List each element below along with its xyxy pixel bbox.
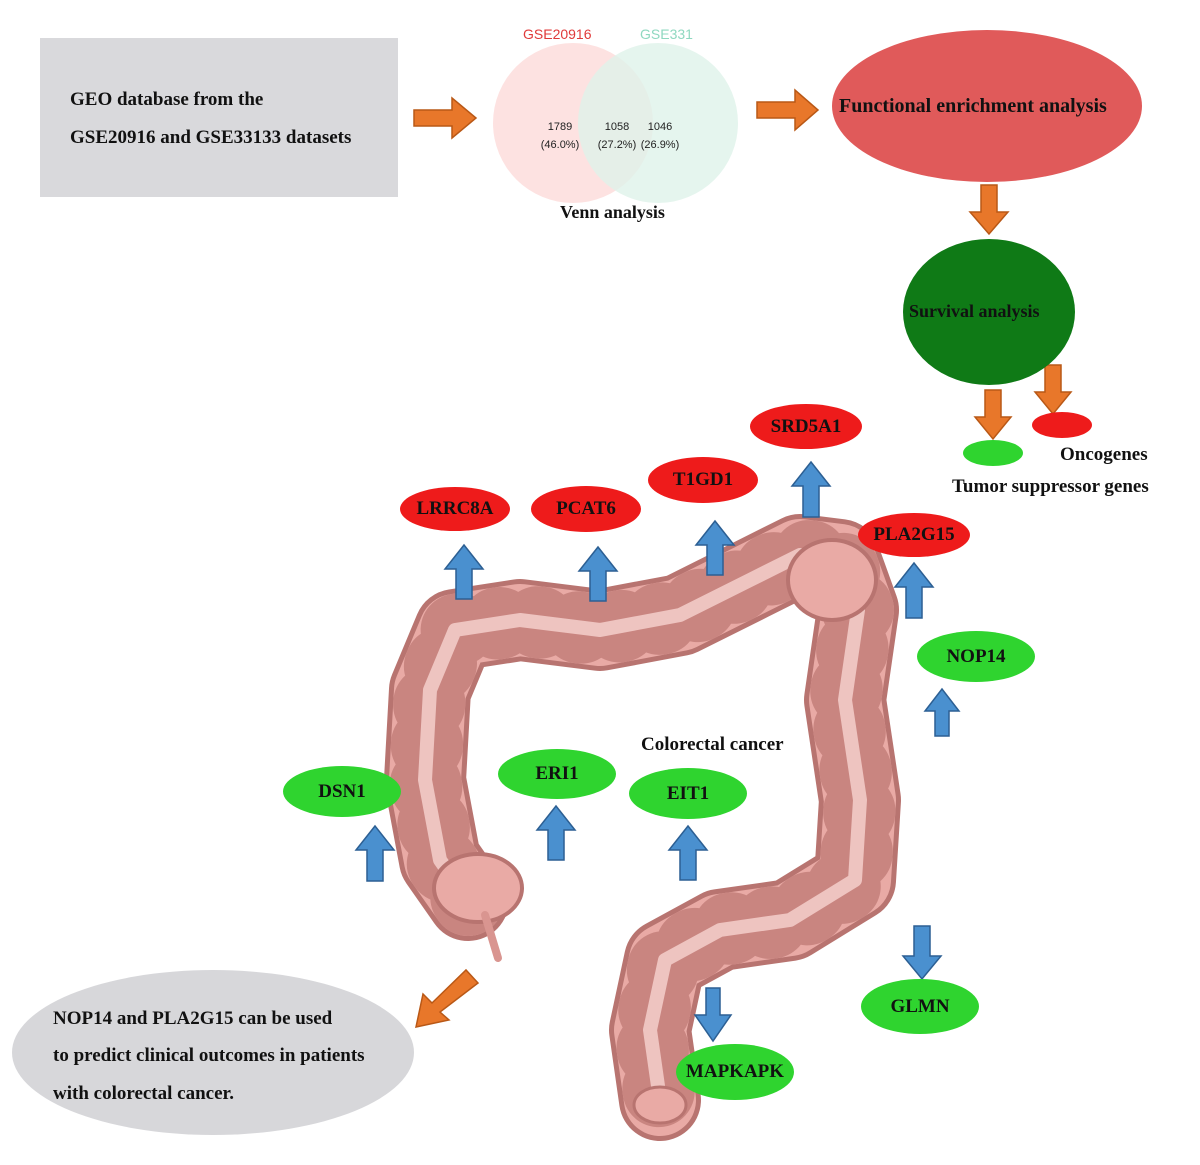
gene-t1gd1: T1GD1	[648, 457, 758, 503]
venn-both: 1058 (27.2%)	[587, 118, 647, 154]
gene-dsn1: DSN1	[283, 766, 401, 817]
gene-arrow-t1gd1	[694, 519, 736, 576]
geo-line-1: GEO database from the	[70, 89, 264, 110]
legend-suppressor-swatch	[963, 440, 1023, 466]
venn-circle-b	[578, 43, 738, 203]
gene-glmn: GLMN	[861, 979, 979, 1034]
gene-srd5a1-label: SRD5A1	[770, 415, 842, 437]
gene-lrrc8a-label: LRRC8A	[416, 498, 494, 519]
gene-dsn1-label: DSN1	[318, 780, 366, 802]
flow-arrow-venn-to-functional	[756, 88, 820, 132]
gene-pla2g15: PLA2G15	[858, 513, 970, 557]
conclusion-box	[12, 970, 414, 1135]
gene-eri1: ERI1	[498, 749, 616, 799]
venn-set-b-label: GSE331	[640, 26, 693, 42]
gene-arrow-dsn1	[354, 824, 396, 882]
survival-analysis-shape	[903, 239, 1075, 385]
gene-arrow-eri1	[535, 804, 577, 861]
gene-arrow-mapkapk	[693, 987, 733, 1043]
geo-line-2: GSE20916 and GSE33133 datasets	[70, 127, 352, 148]
gene-arrow-pcat6	[577, 545, 619, 602]
legend-oncogenes-label: Oncogenes	[1060, 444, 1148, 465]
functional-enrichment-shape	[832, 30, 1142, 182]
gene-srd5a1: SRD5A1	[750, 404, 862, 449]
gene-arrows	[354, 460, 961, 1043]
venn-set-a-label: GSE20916	[523, 26, 592, 42]
flow-arrow-survival-to-suppressor	[973, 389, 1013, 441]
gene-arrow-nop14	[923, 687, 961, 737]
venn-only-b: 1046 (26.9%)	[630, 118, 690, 154]
venn-only-a-count: 1789	[547, 121, 573, 133]
conclusion-line-3: with colorectal cancer.	[53, 1083, 234, 1104]
colon-illustration	[384, 514, 901, 1141]
flow-arrow-survival-to-oncogene	[1033, 364, 1073, 416]
gene-t1gd1-label: T1GD1	[672, 469, 734, 490]
gene-arrow-lrrc8a	[443, 543, 485, 600]
venn-both-pct: (27.2%)	[597, 139, 637, 151]
gene-eit1-label: EIT1	[666, 782, 710, 804]
colorectal-cancer-label: Colorectal cancer	[641, 734, 784, 755]
flow-arrow-to-conclusion	[415, 968, 480, 1028]
legend-oncogene-swatch	[1032, 412, 1092, 438]
venn-only-b-count: 1046	[647, 121, 673, 133]
venn-only-a: 1789 (46.0%)	[530, 118, 590, 154]
gene-arrow-glmn	[901, 925, 943, 981]
gene-eit1: EIT1	[629, 768, 747, 819]
flow-arrows	[413, 88, 1073, 1028]
gene-nop14-label: NOP14	[946, 645, 1006, 667]
venn-diagram	[493, 43, 738, 203]
gene-pla2g15-label: PLA2G15	[873, 524, 955, 545]
gene-mapkapk: MAPKAPK	[676, 1044, 794, 1100]
gene-mapkapk-label: MAPKAPK	[685, 1061, 785, 1082]
flow-arrow-geo-to-venn	[413, 96, 478, 140]
venn-caption: Venn analysis	[560, 202, 665, 222]
legend-tumor-suppressor-label: Tumor suppressor genes	[952, 476, 1149, 497]
gene-pcat6-label: PCAT6	[556, 498, 616, 519]
venn-only-b-pct: (26.9%)	[640, 139, 680, 151]
gene-arrow-eit1	[667, 824, 709, 881]
conclusion-line-2: to predict clinical outcomes in patients	[53, 1045, 365, 1066]
gene-glmn-label: GLMN	[890, 995, 950, 1017]
functional-enrichment-label: Functional enrichment analysis	[839, 95, 1107, 117]
geo-database-box	[40, 38, 398, 197]
venn-both-count: 1058	[604, 121, 630, 133]
flow-arrow-functional-to-survival	[968, 184, 1010, 236]
gene-arrow-pla2g15	[893, 561, 935, 619]
gene-pcat6: PCAT6	[531, 486, 641, 532]
gene-lrrc8a: LRRC8A	[400, 487, 510, 531]
venn-only-a-pct: (46.0%)	[540, 139, 580, 151]
gene-eri1-label: ERI1	[535, 763, 579, 784]
survival-analysis-label: Survival analysis	[909, 301, 1040, 321]
gene-nop14: NOP14	[917, 631, 1035, 682]
gene-arrow-srd5a1	[790, 460, 832, 518]
conclusion-line-1: NOP14 and PLA2G15 can be used	[53, 1008, 333, 1029]
